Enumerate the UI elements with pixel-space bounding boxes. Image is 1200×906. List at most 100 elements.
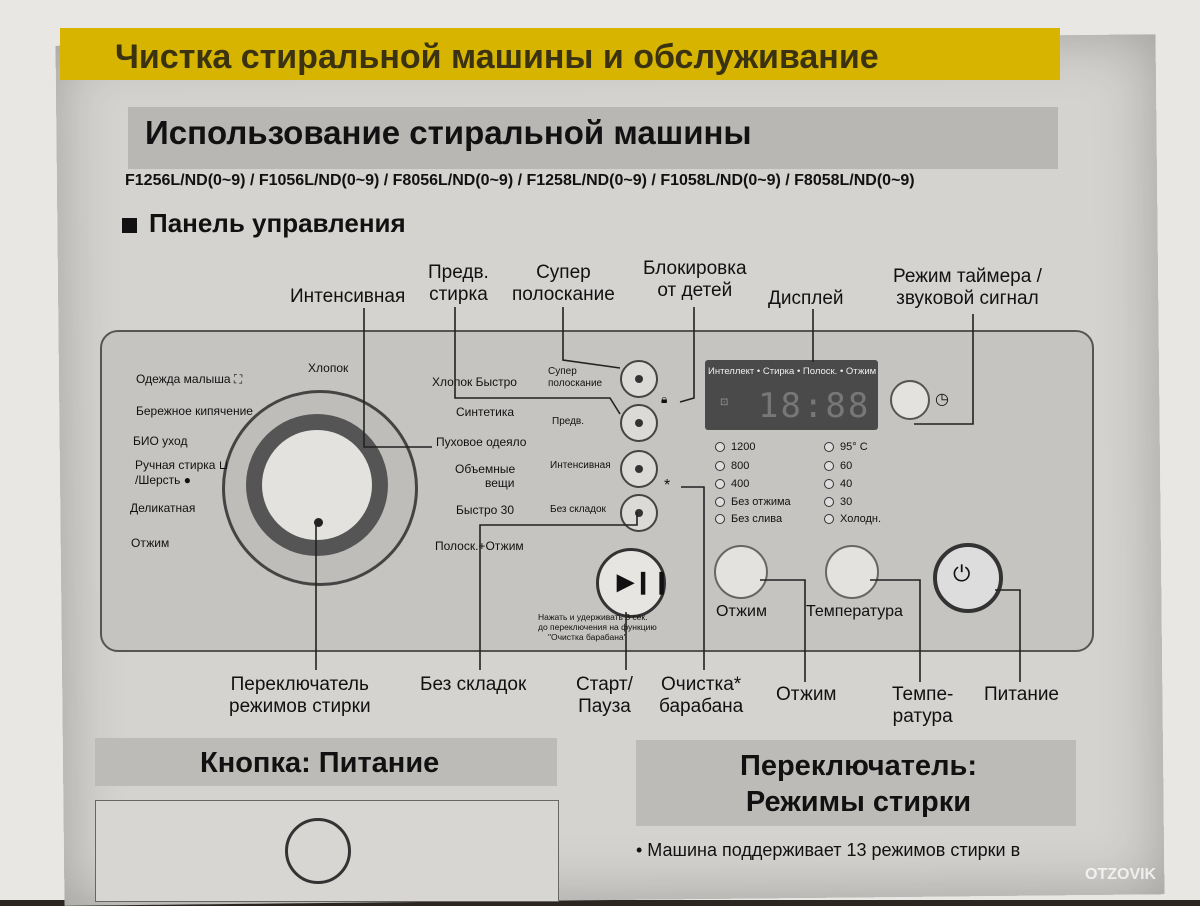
temp-option: Холодн.	[824, 513, 881, 525]
temp-option-label: 60	[840, 460, 853, 472]
program-duvet: Пуховое одеяло	[436, 435, 527, 449]
selector-section-title: Переключатель: Режимы стирки	[740, 748, 977, 820]
callout-intensive: Интенсивная	[290, 286, 406, 307]
callout-start-line1: Старт/	[576, 674, 633, 695]
callout-temp-line2: ратура	[892, 706, 953, 727]
leader-nocrease	[479, 512, 638, 670]
display-digits: 18:88	[758, 386, 871, 426]
callout-spin: Отжим	[776, 684, 837, 705]
callout-super-line1: Супер	[536, 262, 591, 283]
leader-super	[562, 307, 621, 369]
program-hand-wool: Ручная стирка ⊔ /Шерсть ●	[135, 458, 228, 488]
program-cotton-fast: Хлопок Быстро	[432, 375, 517, 389]
indicator-led	[715, 514, 725, 525]
spin-option: Без слива	[715, 513, 782, 525]
indicator-led	[715, 479, 725, 490]
indicator-led	[824, 461, 834, 472]
callout-lock-line2: от детей	[657, 280, 733, 301]
spin-option: 400	[715, 478, 749, 490]
start-pause-button[interactable]: ▶❙❙	[596, 548, 671, 618]
indicator-led	[715, 461, 725, 472]
spin-button[interactable]	[714, 545, 768, 599]
spin-option-label: Без слива	[731, 513, 783, 525]
callout-power: Питание	[984, 684, 1059, 705]
lock-icon: 🔒︎	[661, 392, 668, 406]
program-hand-line1: Ручная стирка	[135, 458, 216, 472]
callout-prewash-line1: Предв.	[428, 262, 489, 283]
spin-button-label: Отжим	[716, 603, 767, 620]
note-line2: до переключения на функцию	[538, 622, 657, 632]
power-section-title: Кнопка: Питание	[200, 747, 440, 779]
play-pause-icon: ▶❙❙	[617, 569, 671, 594]
leader-power	[995, 589, 1021, 682]
program-synthetic: Синтетика	[456, 405, 515, 419]
indicator-led	[824, 514, 834, 525]
display-status-labels: Интеллект • Стирка • Полоск. • Отжим	[708, 366, 877, 377]
nocrease-button[interactable]	[620, 494, 658, 532]
program-baby: Одежда малыша ⛶	[136, 372, 242, 387]
temp-option-label: 40	[840, 478, 853, 490]
model-list: F1256L/ND(0~9) / F1056L/ND(0~9) / F8056L…	[125, 172, 915, 189]
callout-clean-line1: Очистка*	[661, 674, 742, 695]
top-banner-strip	[60, 28, 1060, 80]
temp-option-label: 95° C	[840, 441, 868, 453]
spin-option: Без отжима	[715, 496, 791, 508]
callout-clean-line2: барабана	[659, 696, 744, 717]
temperature-button[interactable]	[825, 545, 879, 599]
program-hand-line2: /Шерсть	[135, 473, 181, 487]
spin-option-label: 400	[731, 478, 750, 490]
selector-section-header	[636, 740, 1076, 826]
drum-clean-note: Нажать и удерживать 3 сек. до переключен…	[538, 612, 657, 642]
nocrease-label: Без складок	[550, 504, 606, 515]
top-banner-text: Чистка стиральной машины и обслуживание	[115, 38, 879, 76]
callout-drum-clean: Очистка*барабана	[659, 674, 743, 718]
program-bio: БИО уход	[133, 434, 188, 448]
yarn-icon: ●	[183, 473, 192, 487]
callout-lock-line1: Блокировка	[643, 258, 747, 279]
selector-title-line1: Переключатель:	[740, 750, 977, 782]
power-button[interactable]: ⏻	[933, 543, 1003, 613]
program-spin: Отжим	[131, 536, 170, 550]
callout-prewash: Предв.стирка	[428, 262, 489, 306]
section-title: Панель управления	[149, 208, 406, 238]
basin-icon: ⊔	[218, 458, 229, 472]
prewash-button[interactable]	[620, 404, 658, 442]
temp-option: 60	[824, 460, 852, 472]
note-line1: Нажать и удерживать 3 сек.	[538, 612, 648, 622]
power-icon: ⏻	[953, 561, 971, 586]
super-rinse-line1: Супер	[548, 366, 577, 377]
program-boil: Бережное кипячение	[136, 404, 253, 418]
intensive-label: Интенсивная	[550, 460, 611, 471]
callout-timer-line1: Режим таймера /	[893, 266, 1042, 287]
super-rinse-button[interactable]	[620, 360, 658, 398]
intensive-button[interactable]	[620, 450, 658, 488]
leader-spin	[760, 579, 806, 682]
program-quick30: Быстро 30	[456, 503, 515, 517]
indicator-led	[715, 497, 725, 508]
program-bulky-line1: Объемные	[455, 462, 516, 476]
leader-timer	[914, 314, 974, 425]
selector-title-line2: Режимы стирки	[745, 786, 972, 818]
lcd-display	[705, 360, 878, 430]
callout-prewash-line2: стирка	[429, 284, 488, 305]
leader-lock	[679, 307, 695, 403]
program-cotton: Хлопок	[308, 361, 349, 375]
power-section-header	[95, 738, 557, 786]
temp-option: 40	[824, 478, 852, 490]
super-rinse-line2: полоскание	[548, 378, 603, 389]
timer-button[interactable]	[890, 380, 930, 420]
callout-start-line2: Пауза	[578, 696, 631, 717]
bullet-square-icon	[122, 217, 137, 233]
watermark: OTZOVIK	[1085, 866, 1157, 883]
leader-prewash	[454, 307, 621, 415]
shirt-icon: ⛶	[233, 372, 243, 386]
leader-intensive	[363, 308, 432, 448]
asterisk-icon: *	[664, 477, 671, 494]
